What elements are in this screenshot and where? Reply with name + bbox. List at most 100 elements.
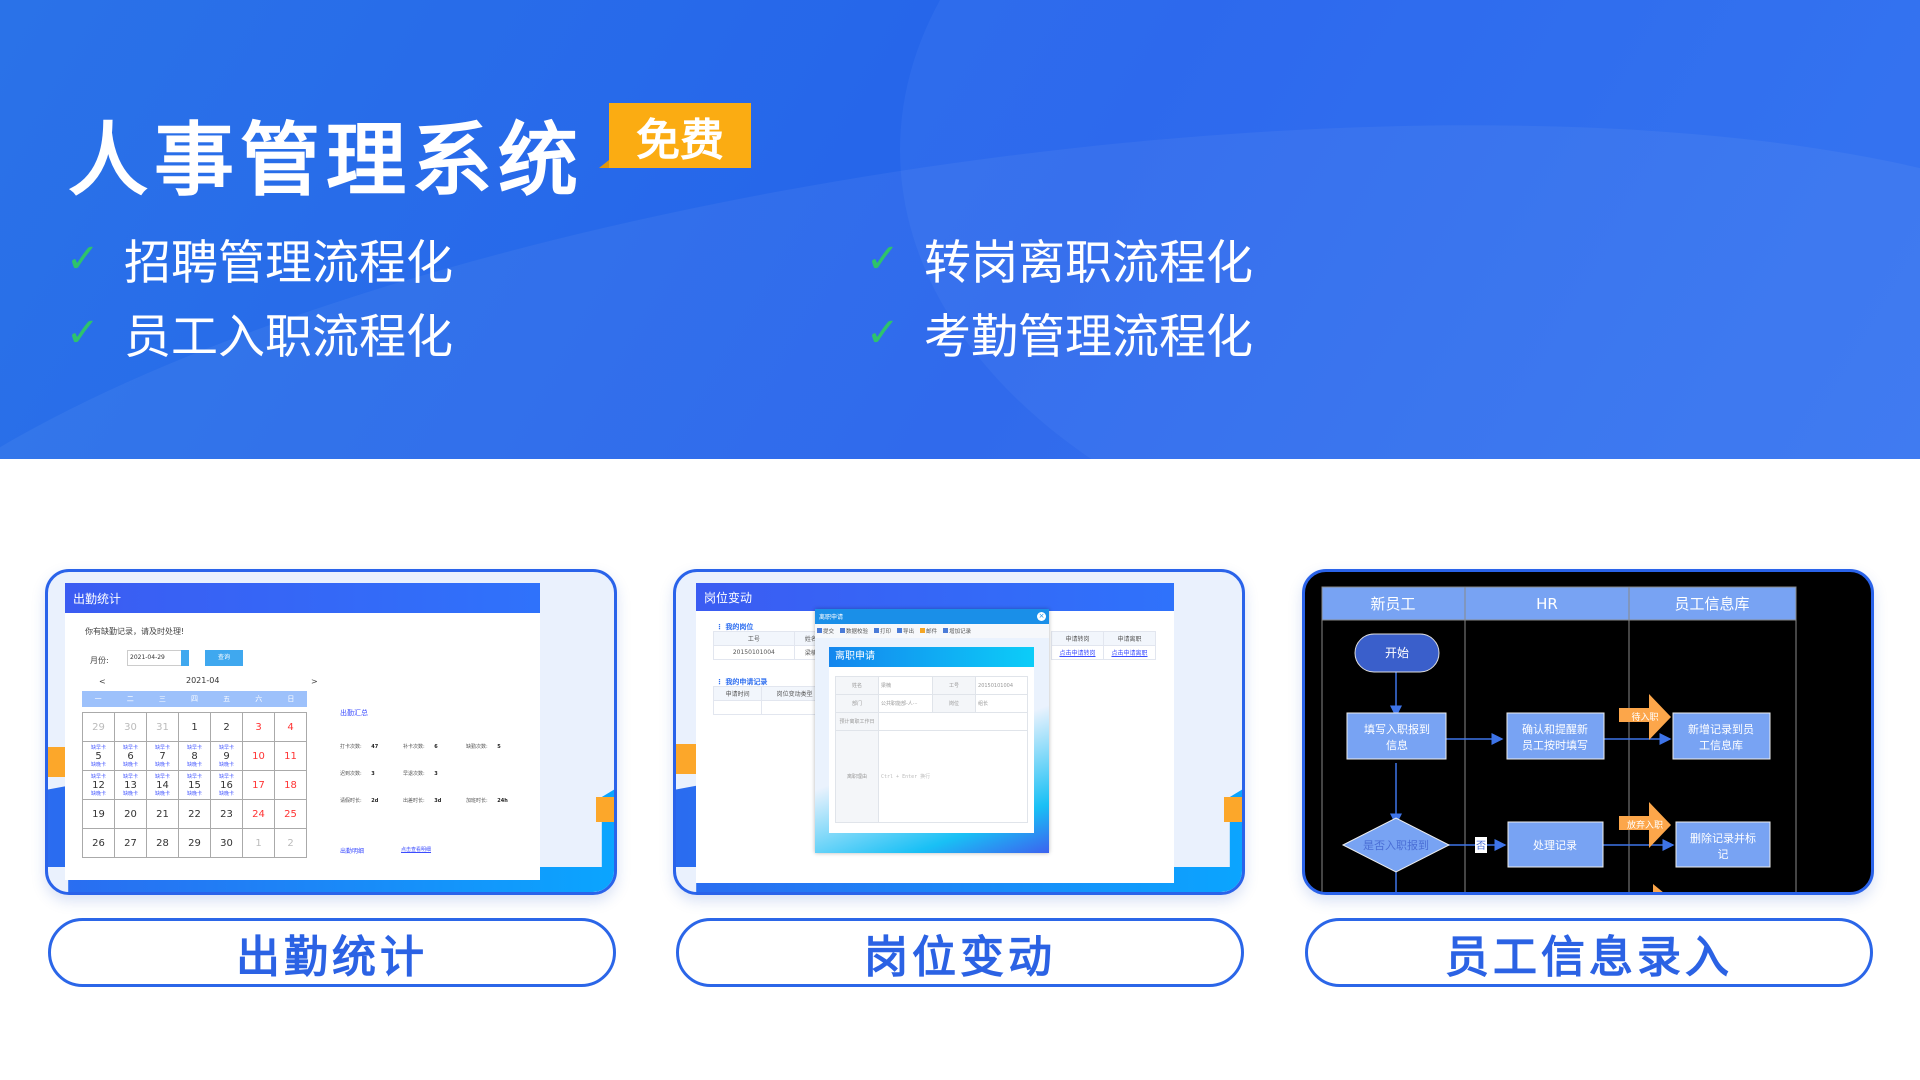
- calendar-day[interactable]: 21: [146, 799, 179, 829]
- next-month-button[interactable]: >: [311, 677, 318, 686]
- dept-field[interactable]: 公共职能部-人···: [877, 694, 934, 713]
- calendar-day[interactable]: 24: [242, 799, 275, 829]
- calendar-day[interactable]: 23: [210, 799, 243, 829]
- toolbar-submit-button[interactable]: 提交: [817, 627, 834, 635]
- calendar-day[interactable]: 1: [178, 712, 211, 742]
- post-field[interactable]: 组长: [975, 694, 1028, 713]
- calendar-day[interactable]: 18: [274, 770, 307, 800]
- weekday: 一: [94, 695, 102, 703]
- calendar-day[interactable]: 2: [274, 828, 307, 858]
- check-icon: ✓: [866, 235, 900, 282]
- calendar-day[interactable]: 30: [114, 712, 147, 742]
- svg-text:新增记录到员: 新增记录到员: [1688, 722, 1754, 736]
- add-record-node: [1672, 712, 1771, 760]
- name-field[interactable]: 梁楠: [877, 676, 934, 695]
- employee-entry-card[interactable]: 新员工 HR 员工信息库 开始 填写入职报到信息 确认和提醒新员工按时填写 新增…: [1302, 569, 1874, 895]
- position-label-button[interactable]: 岗位变动: [676, 918, 1244, 987]
- attendance-label-button[interactable]: 出勤统计: [48, 918, 616, 987]
- dialog-toolbar: 提交数据校验打印导出邮件增加记录: [815, 624, 1049, 638]
- calendar-day[interactable]: 22: [178, 799, 211, 829]
- records-table: 申请时间岗位变动类型: [712, 686, 828, 715]
- calendar-day[interactable]: 25: [274, 799, 307, 829]
- detail-title: 出勤明细: [340, 848, 365, 855]
- calendar-day[interactable]: 29: [82, 712, 115, 742]
- calendar-day[interactable]: 20: [114, 799, 147, 829]
- weekday: 五: [223, 695, 231, 703]
- apply-resign-link[interactable]: 点击申请离职: [1103, 645, 1156, 660]
- employee-entry-label-button[interactable]: 员工信息录入: [1305, 918, 1873, 987]
- stat-item: 缺勤次数: 5: [466, 744, 501, 750]
- calendar-day[interactable]: 31: [146, 712, 179, 742]
- month-input[interactable]: 2021-04-29: [127, 650, 182, 666]
- calendar-day[interactable]: 3: [242, 712, 275, 742]
- calendar-day[interactable]: 30: [210, 828, 243, 858]
- check-icon: ✓: [66, 309, 100, 356]
- calendar-day[interactable]: 27: [114, 828, 147, 858]
- weekday: 日: [287, 695, 295, 703]
- svg-text:是否入职报到: 是否入职报到: [1363, 838, 1429, 852]
- attendance-card[interactable]: 出勤统计 你有缺勤记录，请及时处理! 月份: 2021-04-29 查询 < 2…: [45, 569, 617, 895]
- apply-transfer-link[interactable]: 点击申请转岗: [1051, 645, 1104, 660]
- detail-link[interactable]: 点击查看明细: [401, 847, 432, 853]
- toolbar-validate-button[interactable]: 数据校验: [840, 627, 868, 635]
- svg-text:删除记录并标: 删除记录并标: [1690, 831, 1756, 845]
- mail-icon: [920, 628, 926, 633]
- panel-title: 出勤统计: [65, 583, 540, 613]
- decision-node: [1341, 817, 1451, 873]
- resign-date-field[interactable]: [878, 712, 1028, 731]
- stat-item: 出差时长: 3d: [403, 798, 442, 804]
- calendar-day[interactable]: 11: [274, 741, 307, 771]
- calendar-day[interactable]: 17: [242, 770, 275, 800]
- reason-textarea[interactable]: Ctrl + Enter 换行: [878, 730, 1028, 823]
- calendar-day[interactable]: 1: [242, 828, 275, 858]
- toolbar-export-button[interactable]: 导出: [897, 627, 914, 635]
- lane-employee-db: 员工信息库: [1674, 595, 1749, 613]
- calendar-day[interactable]: 4: [274, 712, 307, 742]
- calendar-day[interactable]: 10: [242, 741, 275, 771]
- page-title: 人事管理系统: [68, 114, 584, 207]
- calendar-day[interactable]: 29: [178, 828, 211, 858]
- toolbar-mail-button[interactable]: 邮件: [920, 627, 937, 635]
- delete-record-node: [1675, 821, 1771, 868]
- toolbar-add-record-button[interactable]: 增加记录: [943, 627, 971, 635]
- svg-text:确认和提醒新: 确认和提醒新: [1522, 722, 1588, 736]
- add-record-icon: [943, 628, 949, 633]
- svg-text:员工按时填写: 员工按时填写: [1522, 738, 1588, 752]
- stat-item: 补卡次数: 6: [403, 744, 438, 750]
- svg-text:待入职: 待入职: [1631, 711, 1658, 723]
- calendar-day[interactable]: 28: [146, 828, 179, 858]
- print-icon: [874, 628, 880, 633]
- export-icon: [897, 628, 903, 633]
- query-button[interactable]: 查询: [205, 650, 243, 666]
- calendar-day[interactable]: 26: [82, 828, 115, 858]
- stat-item: 加班时长: 24h: [466, 798, 508, 804]
- check-icon: ✓: [866, 309, 900, 356]
- svg-text:开始: 开始: [1385, 646, 1409, 660]
- arrow-pending: [1619, 694, 1671, 740]
- section-my-records: ⋮ 我的申请记录: [716, 678, 768, 686]
- id-field[interactable]: 20150101004: [975, 676, 1028, 695]
- toolbar-print-button[interactable]: 打印: [874, 627, 891, 635]
- hero-banner: 人事管理系统 免费 ✓招聘管理流程化 ✓转岗离职流程化 ✓员工入职流程化 ✓考勤…: [0, 0, 1920, 459]
- calendar-day[interactable]: 19: [82, 799, 115, 829]
- confirm-node: [1506, 712, 1605, 760]
- prev-month-button[interactable]: <: [99, 677, 106, 686]
- apply-table: 申请转岗申请离职 点击申请转岗点击申请离职: [1051, 631, 1156, 660]
- calendar-day[interactable]: 2: [210, 712, 243, 742]
- close-icon[interactable]: ×: [1037, 612, 1046, 621]
- svg-text:处理记录: 处理记录: [1533, 839, 1577, 852]
- weekday: 三: [158, 695, 166, 703]
- calendar-icon[interactable]: [181, 650, 189, 666]
